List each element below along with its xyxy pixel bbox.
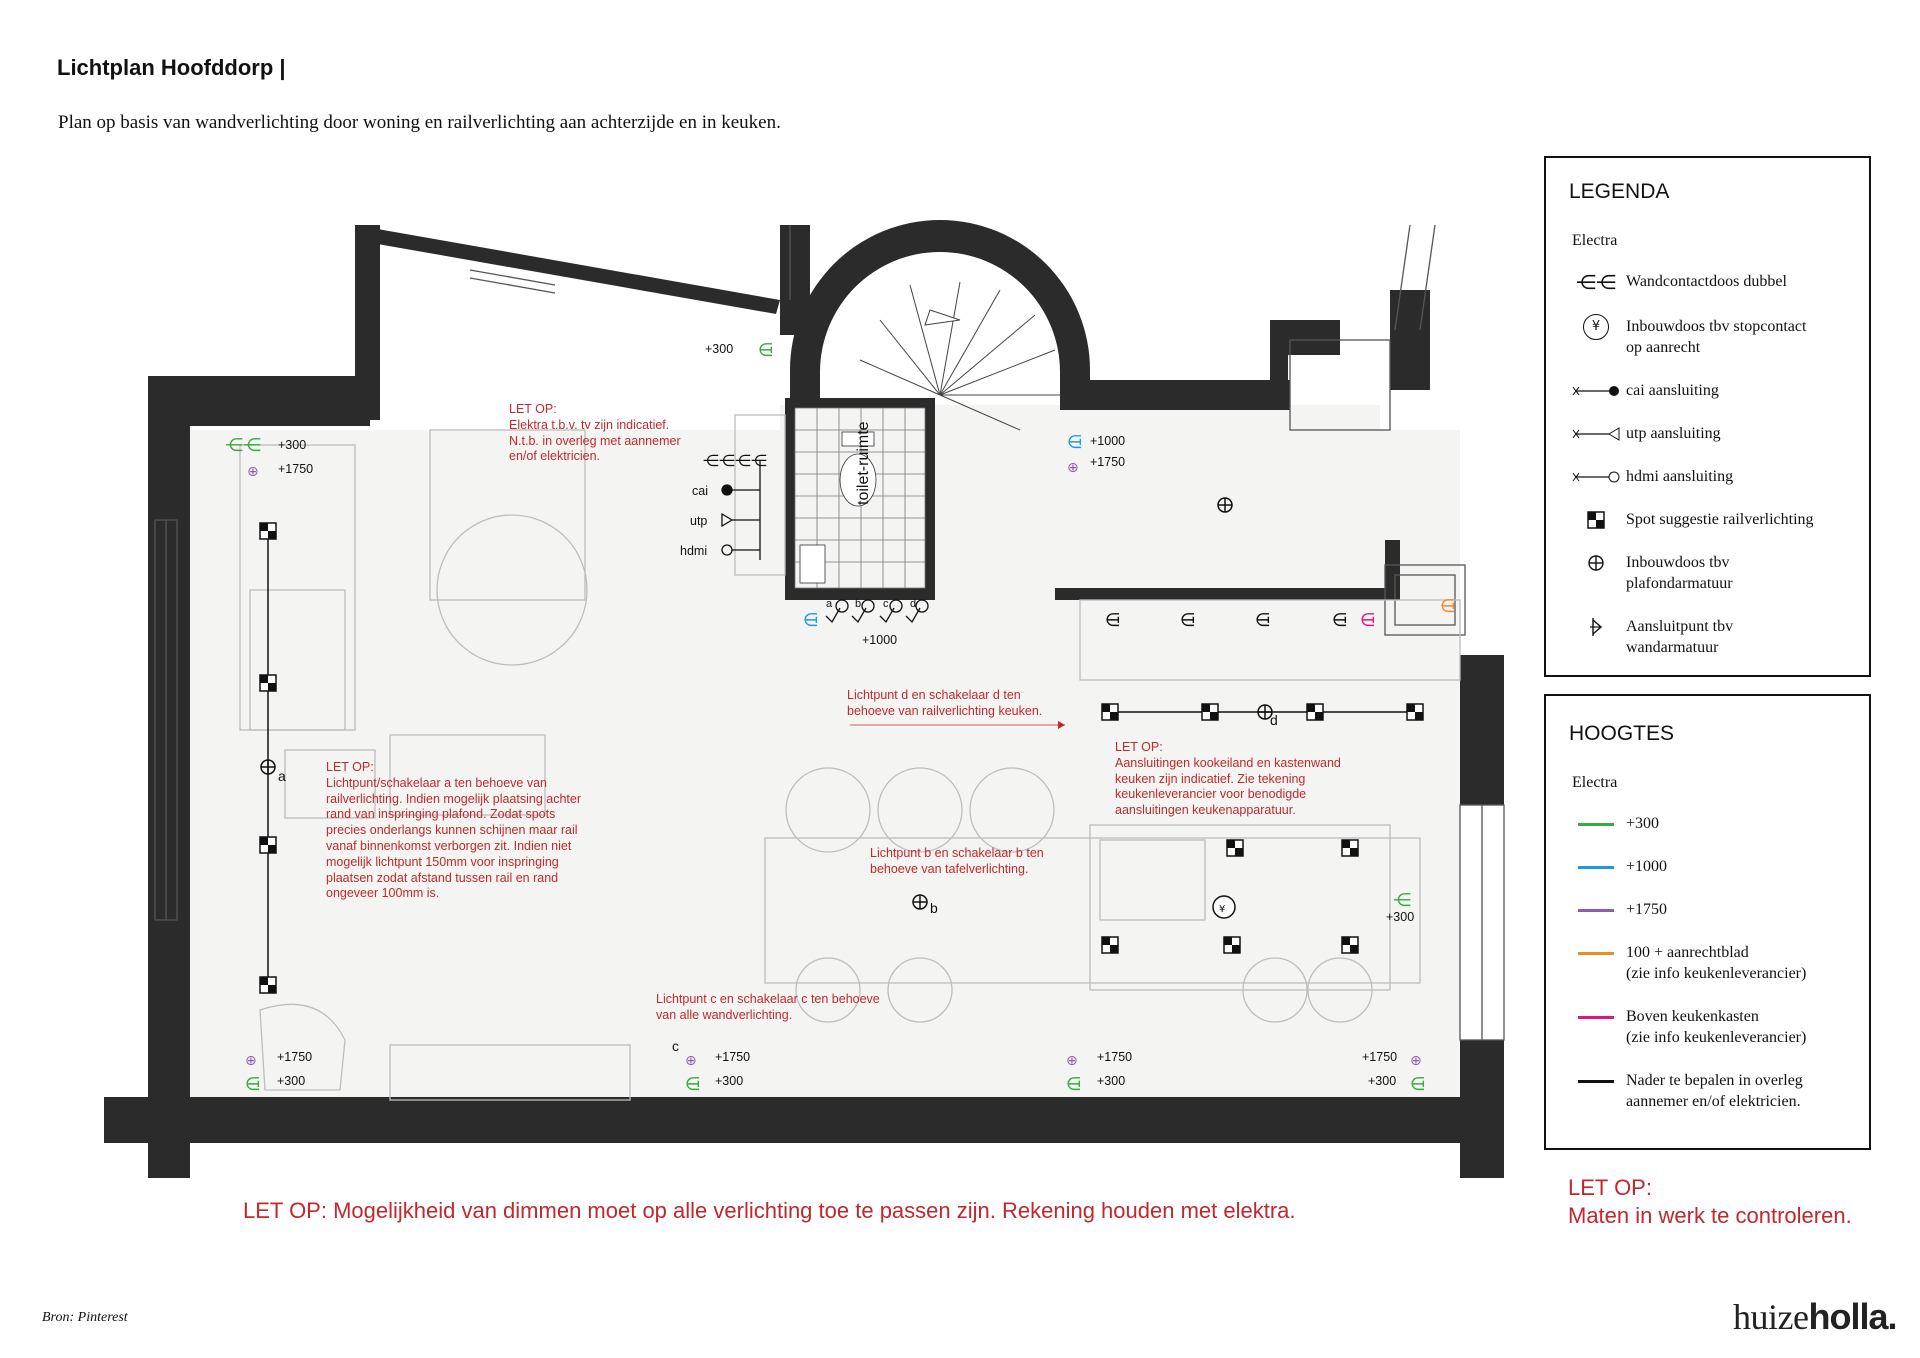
height-label: +300 (278, 438, 307, 452)
height-item: +1750 (1566, 899, 1859, 921)
source-credit: Bron: Pinterest (42, 1310, 128, 1325)
svg-text:⋳: ⋳ (803, 610, 819, 631)
svg-text:⊕: ⊕ (1410, 1053, 1422, 1069)
lightpoint-b-label: b (930, 900, 938, 916)
hdmi-connection-icon (1566, 466, 1626, 488)
height-swatch (1566, 942, 1626, 964)
height-label: +1750 (715, 1050, 751, 1064)
note-tv: LET OP:Elektra t.b.v. tv zijn indicatief… (509, 402, 681, 464)
svg-text:⋲⋲: ⋲⋲ (225, 435, 261, 456)
toilet-room-label: toilet-ruimte (855, 421, 872, 505)
height-swatch (1566, 813, 1626, 835)
svg-text:⋳: ⋳ (685, 1074, 701, 1095)
legend-item: hdmi aansluiting (1566, 466, 1859, 488)
hdmi-label: hdmi (680, 544, 708, 558)
height-label: +1750 (277, 1050, 313, 1064)
heights-section: Electra (1572, 774, 1618, 791)
svg-text:⋳: ⋳ (1360, 610, 1376, 631)
note-kookeiland: LET OP:Aansluitingen kookeiland en kaste… (1115, 740, 1341, 818)
rail-spot-icon (1566, 509, 1626, 531)
legend-item: cai aansluiting (1566, 380, 1859, 402)
switch-c-label: c (883, 598, 889, 610)
svg-text:⋳: ⋳ (1067, 432, 1083, 453)
height-label: +300 (715, 1074, 744, 1088)
height-item: Boven keukenkasten(zie info keukenlevera… (1566, 1006, 1859, 1048)
svg-text:⋳: ⋳ (1105, 610, 1121, 631)
height-swatch (1566, 1070, 1626, 1092)
note-dimmen: LET OP: Mogelijkheid van dimmen moet op … (243, 1198, 1296, 1223)
svg-text:⋳: ⋳ (1410, 1074, 1426, 1095)
height-label: +1000 (1090, 434, 1126, 448)
note-rail-a: LET OP:Lichtpunt/schakelaar a ten behoev… (326, 760, 581, 901)
wall-socket-double-icon: ⋲⋲ (1576, 270, 1616, 294)
height-label: +1000 (862, 633, 898, 647)
svg-text:⋲⋲⋲⋲: ⋲⋲⋲⋲ (703, 451, 767, 470)
switch-b-label: b (855, 598, 862, 610)
height-item: +1000 (1566, 856, 1859, 878)
legend-item: utp aansluiting (1566, 423, 1859, 445)
height-label: +300 (277, 1074, 306, 1088)
cai-connection-icon (1566, 380, 1626, 402)
height-swatch (1566, 856, 1626, 878)
lightpoint-a-label: a (278, 768, 286, 784)
brand-logo: huizeholla. (1733, 1296, 1897, 1337)
legend-title: LEGENDA (1569, 180, 1670, 203)
height-label: +300 (1368, 1074, 1397, 1088)
heights-box: HOOGTES Electra +300 +1000 +1750 100 + a… (1544, 694, 1871, 1150)
svg-text:⋳: ⋳ (1066, 1074, 1082, 1095)
svg-text:⊕: ⊕ (245, 1053, 257, 1069)
svg-text:⋳: ⋳ (1255, 610, 1271, 631)
height-item: 100 + aanrechtblad(zie info keukenlevera… (1566, 942, 1859, 984)
svg-text:⊕: ⊕ (685, 1053, 697, 1069)
legend-box: LEGENDA Electra ⋲⋲ Wandcontactdoos dubbe… (1544, 156, 1871, 677)
height-label: +1750 (1097, 1050, 1133, 1064)
svg-text:⋳: ⋳ (1180, 610, 1196, 631)
height-label: +300 (705, 342, 734, 356)
cai-label: cai (692, 484, 708, 498)
page-subtitle: Plan op basis van wandverlichting door w… (58, 112, 781, 133)
ceiling-box-icon (1566, 552, 1626, 574)
height-label: +1750 (1090, 455, 1126, 469)
page-title: Lichtplan Hoofddorp | (57, 55, 286, 80)
lightpoint-c-label: c (672, 1038, 679, 1054)
svg-text:¥: ¥ (1219, 904, 1225, 915)
svg-text:⋳: ⋳ (758, 340, 774, 361)
height-label: +1750 (1362, 1050, 1398, 1064)
height-swatch (1566, 1006, 1626, 1028)
svg-text:⋳: ⋳ (1332, 610, 1348, 631)
heights-title: HOOGTES (1569, 722, 1675, 745)
legend-item: ⋲⋲ Wandcontactdoos dubbel (1566, 270, 1859, 294)
utp-label: utp (690, 514, 708, 528)
height-item: +300 (1566, 813, 1859, 835)
svg-text:⋳: ⋳ (1440, 596, 1456, 617)
switch-d-label: d (910, 598, 917, 610)
switch-a-label: a (826, 598, 833, 610)
wall-fixture-point-icon (1566, 616, 1626, 638)
utp-connection-icon (1566, 423, 1626, 445)
svg-text:⋳: ⋳ (245, 1074, 261, 1095)
svg-text:⋲: ⋲ (1393, 890, 1411, 911)
legend-section: Electra (1572, 232, 1618, 249)
height-swatch (1566, 899, 1626, 921)
lightpoint-d-label: d (1270, 712, 1278, 728)
built-in-socket-icon: ¥ (1566, 314, 1626, 340)
svg-text:⊕: ⊕ (1067, 460, 1079, 476)
legend-item: Spot suggestie railverlichting (1566, 509, 1859, 531)
note-maten: LET OP:Maten in werk te controleren. (1568, 1175, 1852, 1228)
svg-text:⊕: ⊕ (1066, 1053, 1078, 1069)
svg-text:⊕: ⊕ (247, 464, 259, 480)
height-label: +1750 (278, 462, 314, 476)
height-label: +300 (1097, 1074, 1126, 1088)
height-label: +300 (1386, 910, 1415, 924)
